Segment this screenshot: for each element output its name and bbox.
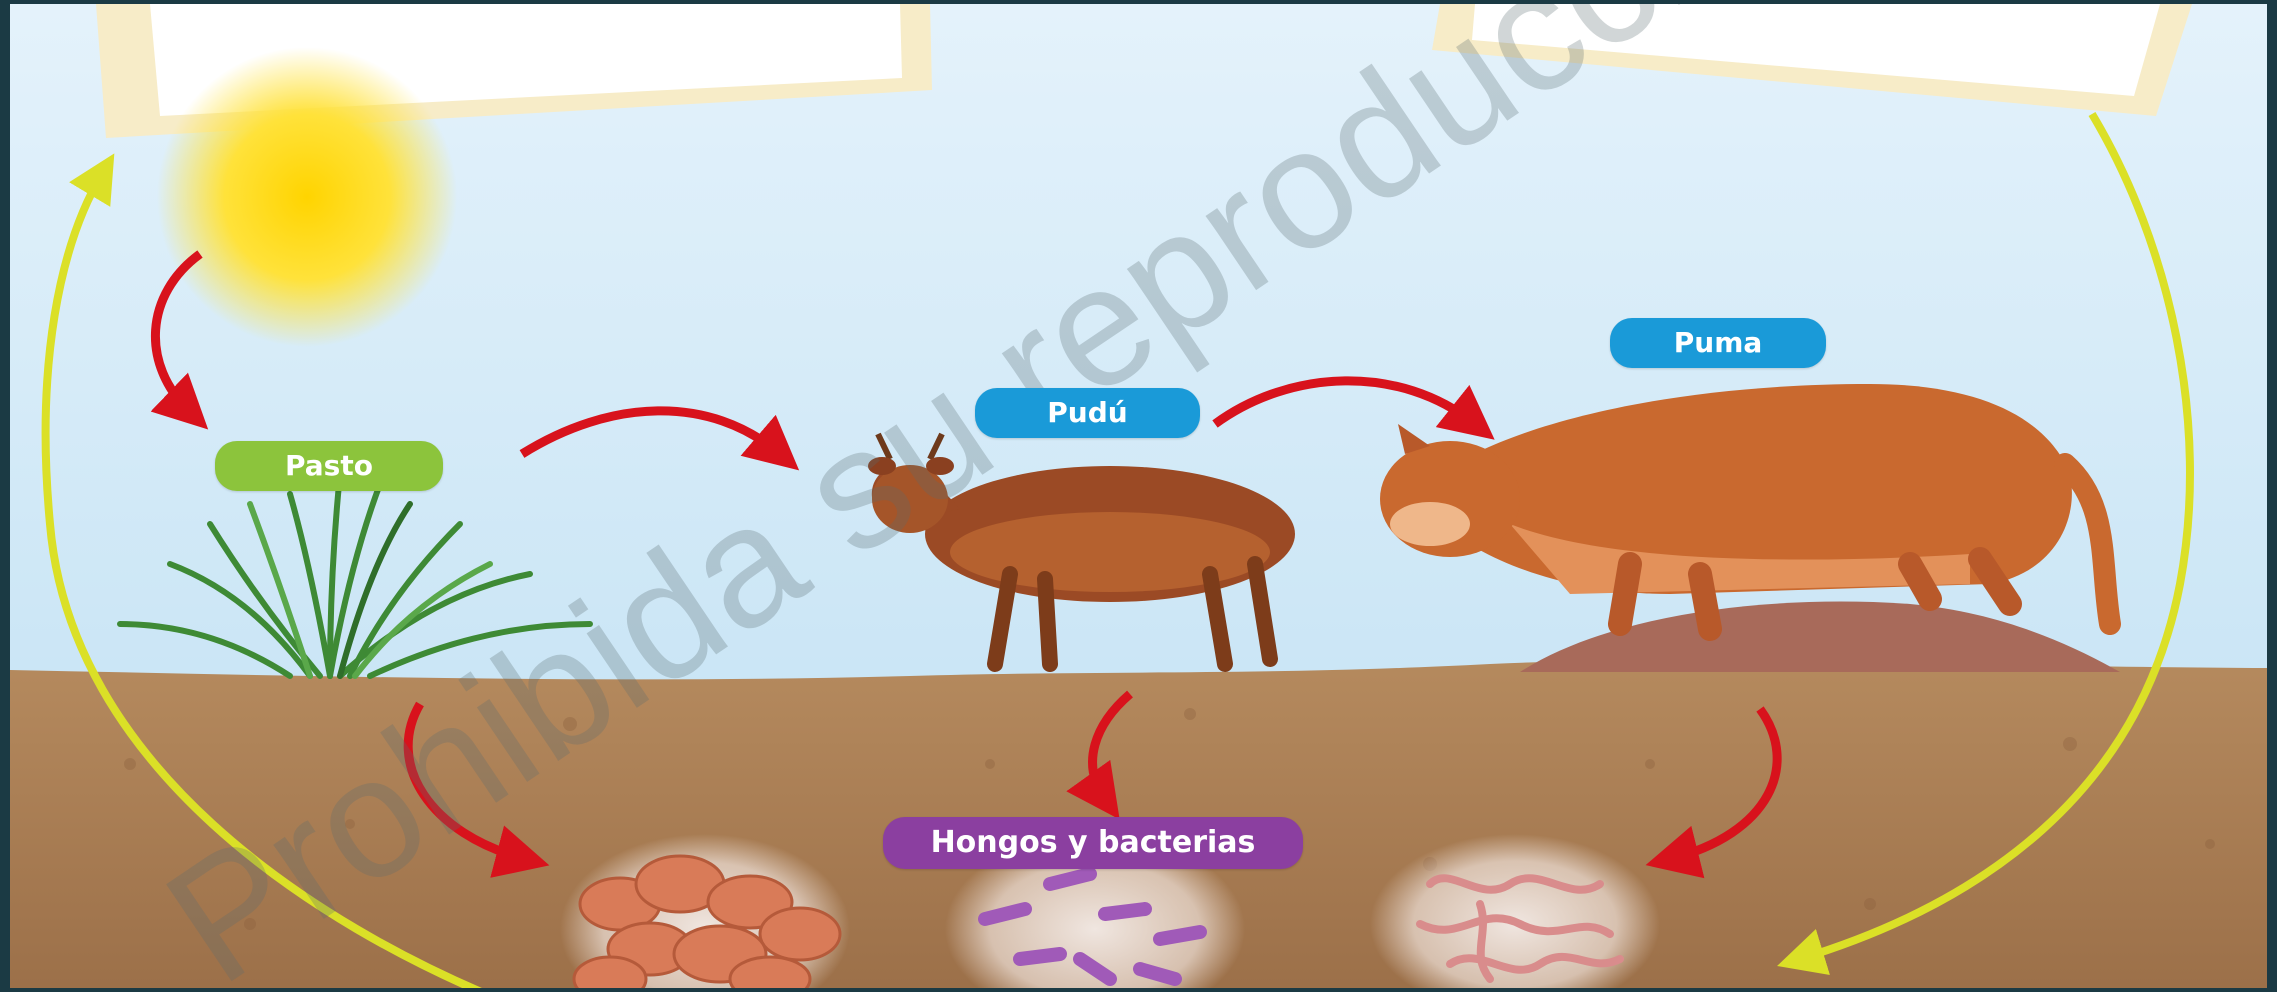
sun-icon bbox=[157, 47, 457, 347]
label-pudu: Pudú bbox=[975, 388, 1200, 438]
food-chain-diagram: Prohibida su reproducción Pasto Pudú Pum… bbox=[10, 4, 2267, 988]
label-decomposers: Hongos y bacterias bbox=[883, 817, 1303, 869]
label-puma: Puma bbox=[1610, 318, 1826, 368]
label-pasto: Pasto bbox=[215, 441, 443, 491]
